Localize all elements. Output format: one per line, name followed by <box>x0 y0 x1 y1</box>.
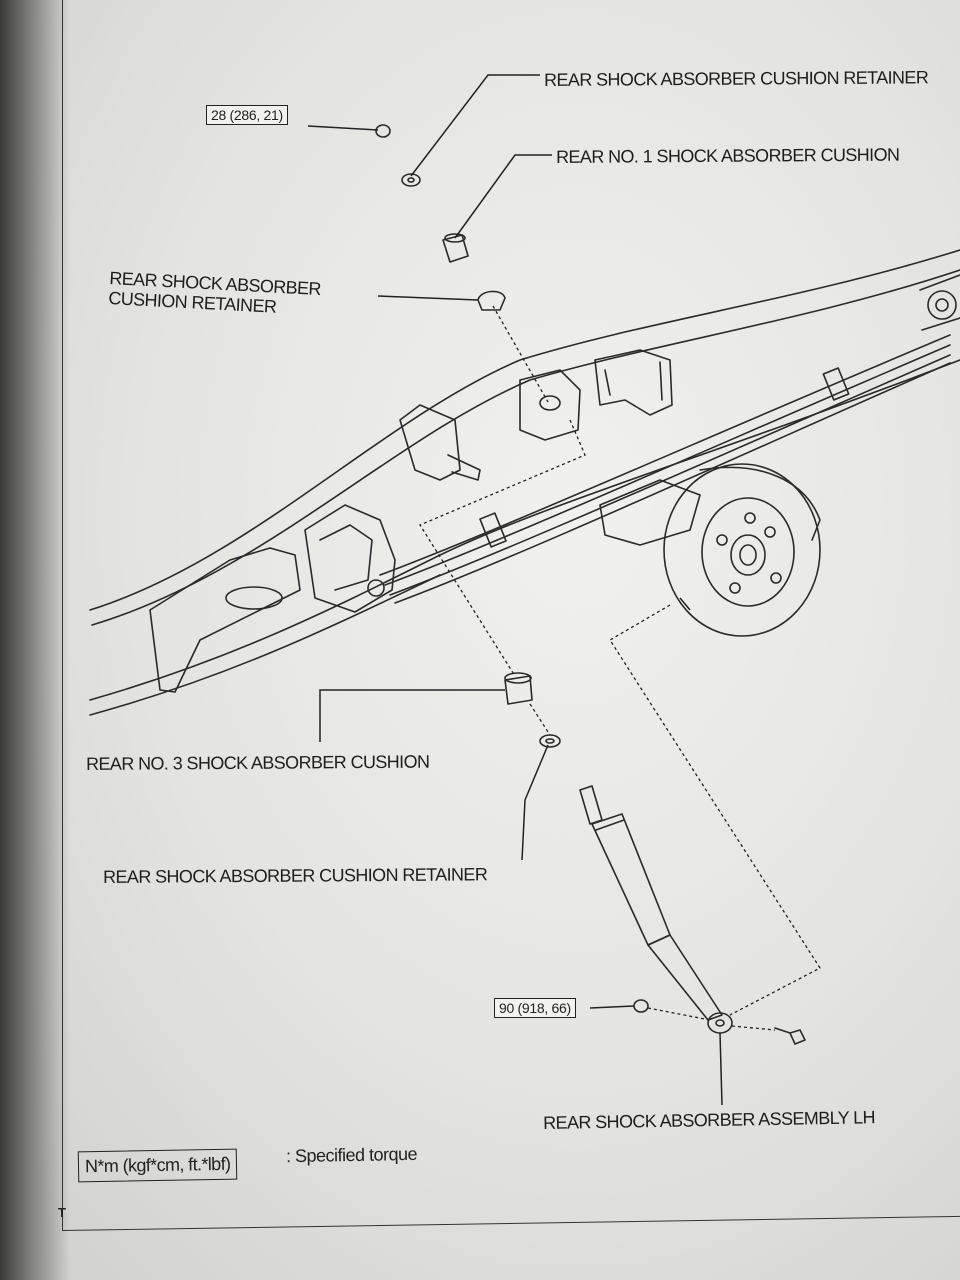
upper-retainer-washer <box>401 173 421 187</box>
label-retainer-top: REAR SHOCK ABSORBER CUSHION RETAINER <box>544 67 929 90</box>
label-retainer-low: REAR SHOCK ABSORBER CUSHION RETAINER <box>103 864 488 887</box>
leader-torque-lower <box>589 1005 635 1009</box>
torque-box-lower: 90 (918, 66) <box>494 998 576 1018</box>
shock-absorber <box>579 785 733 1034</box>
leader-retainer-mid <box>377 295 479 301</box>
leaf-spring <box>379 334 951 576</box>
middle-retainer <box>477 290 506 311</box>
lower-bolt <box>774 1027 806 1045</box>
leader-retainer-top <box>410 74 540 177</box>
lower-retainer-washer <box>539 734 561 748</box>
no3-cushion <box>504 675 533 705</box>
spring-eye <box>927 290 957 320</box>
leader-torque-upper <box>307 125 379 131</box>
upper-nut <box>375 124 391 138</box>
legend-text: : Specified torque <box>285 1143 418 1167</box>
page-id: T <box>58 1205 66 1220</box>
legend-torque-box: N*m (kgf*cm, ft.*lbf) <box>77 1148 238 1183</box>
frame-rail <box>89 249 960 611</box>
dash-upper-axis <box>492 305 549 403</box>
shock-mount-bracket <box>519 369 581 441</box>
leader-assembly <box>719 1032 723 1106</box>
axle-housing <box>599 479 701 546</box>
u-bracket <box>594 349 673 416</box>
brake-drum <box>663 463 821 637</box>
leader-cushion-no1 <box>454 154 552 239</box>
dash-axle-to-shock <box>609 604 821 1016</box>
torque-box-upper: 28 (286, 21) <box>206 105 288 125</box>
leader-retainer-low <box>521 744 549 861</box>
frame-bracket-left <box>149 547 301 693</box>
dash-mount-to-lower <box>419 419 586 677</box>
dash-bolt <box>647 1007 776 1031</box>
lower-nut <box>633 999 649 1013</box>
label-cushion-no3: REAR NO. 3 SHOCK ABSORBER CUSHION <box>86 751 430 774</box>
leader-cushion-no3 <box>319 689 505 742</box>
label-cushion-no1: REAR NO. 1 SHOCK ABSORBER CUSHION <box>556 144 900 167</box>
small-bracket <box>399 404 461 481</box>
page-shadow <box>0 0 70 1280</box>
spring-hanger <box>304 504 396 613</box>
dash-lower-stack <box>529 703 551 736</box>
